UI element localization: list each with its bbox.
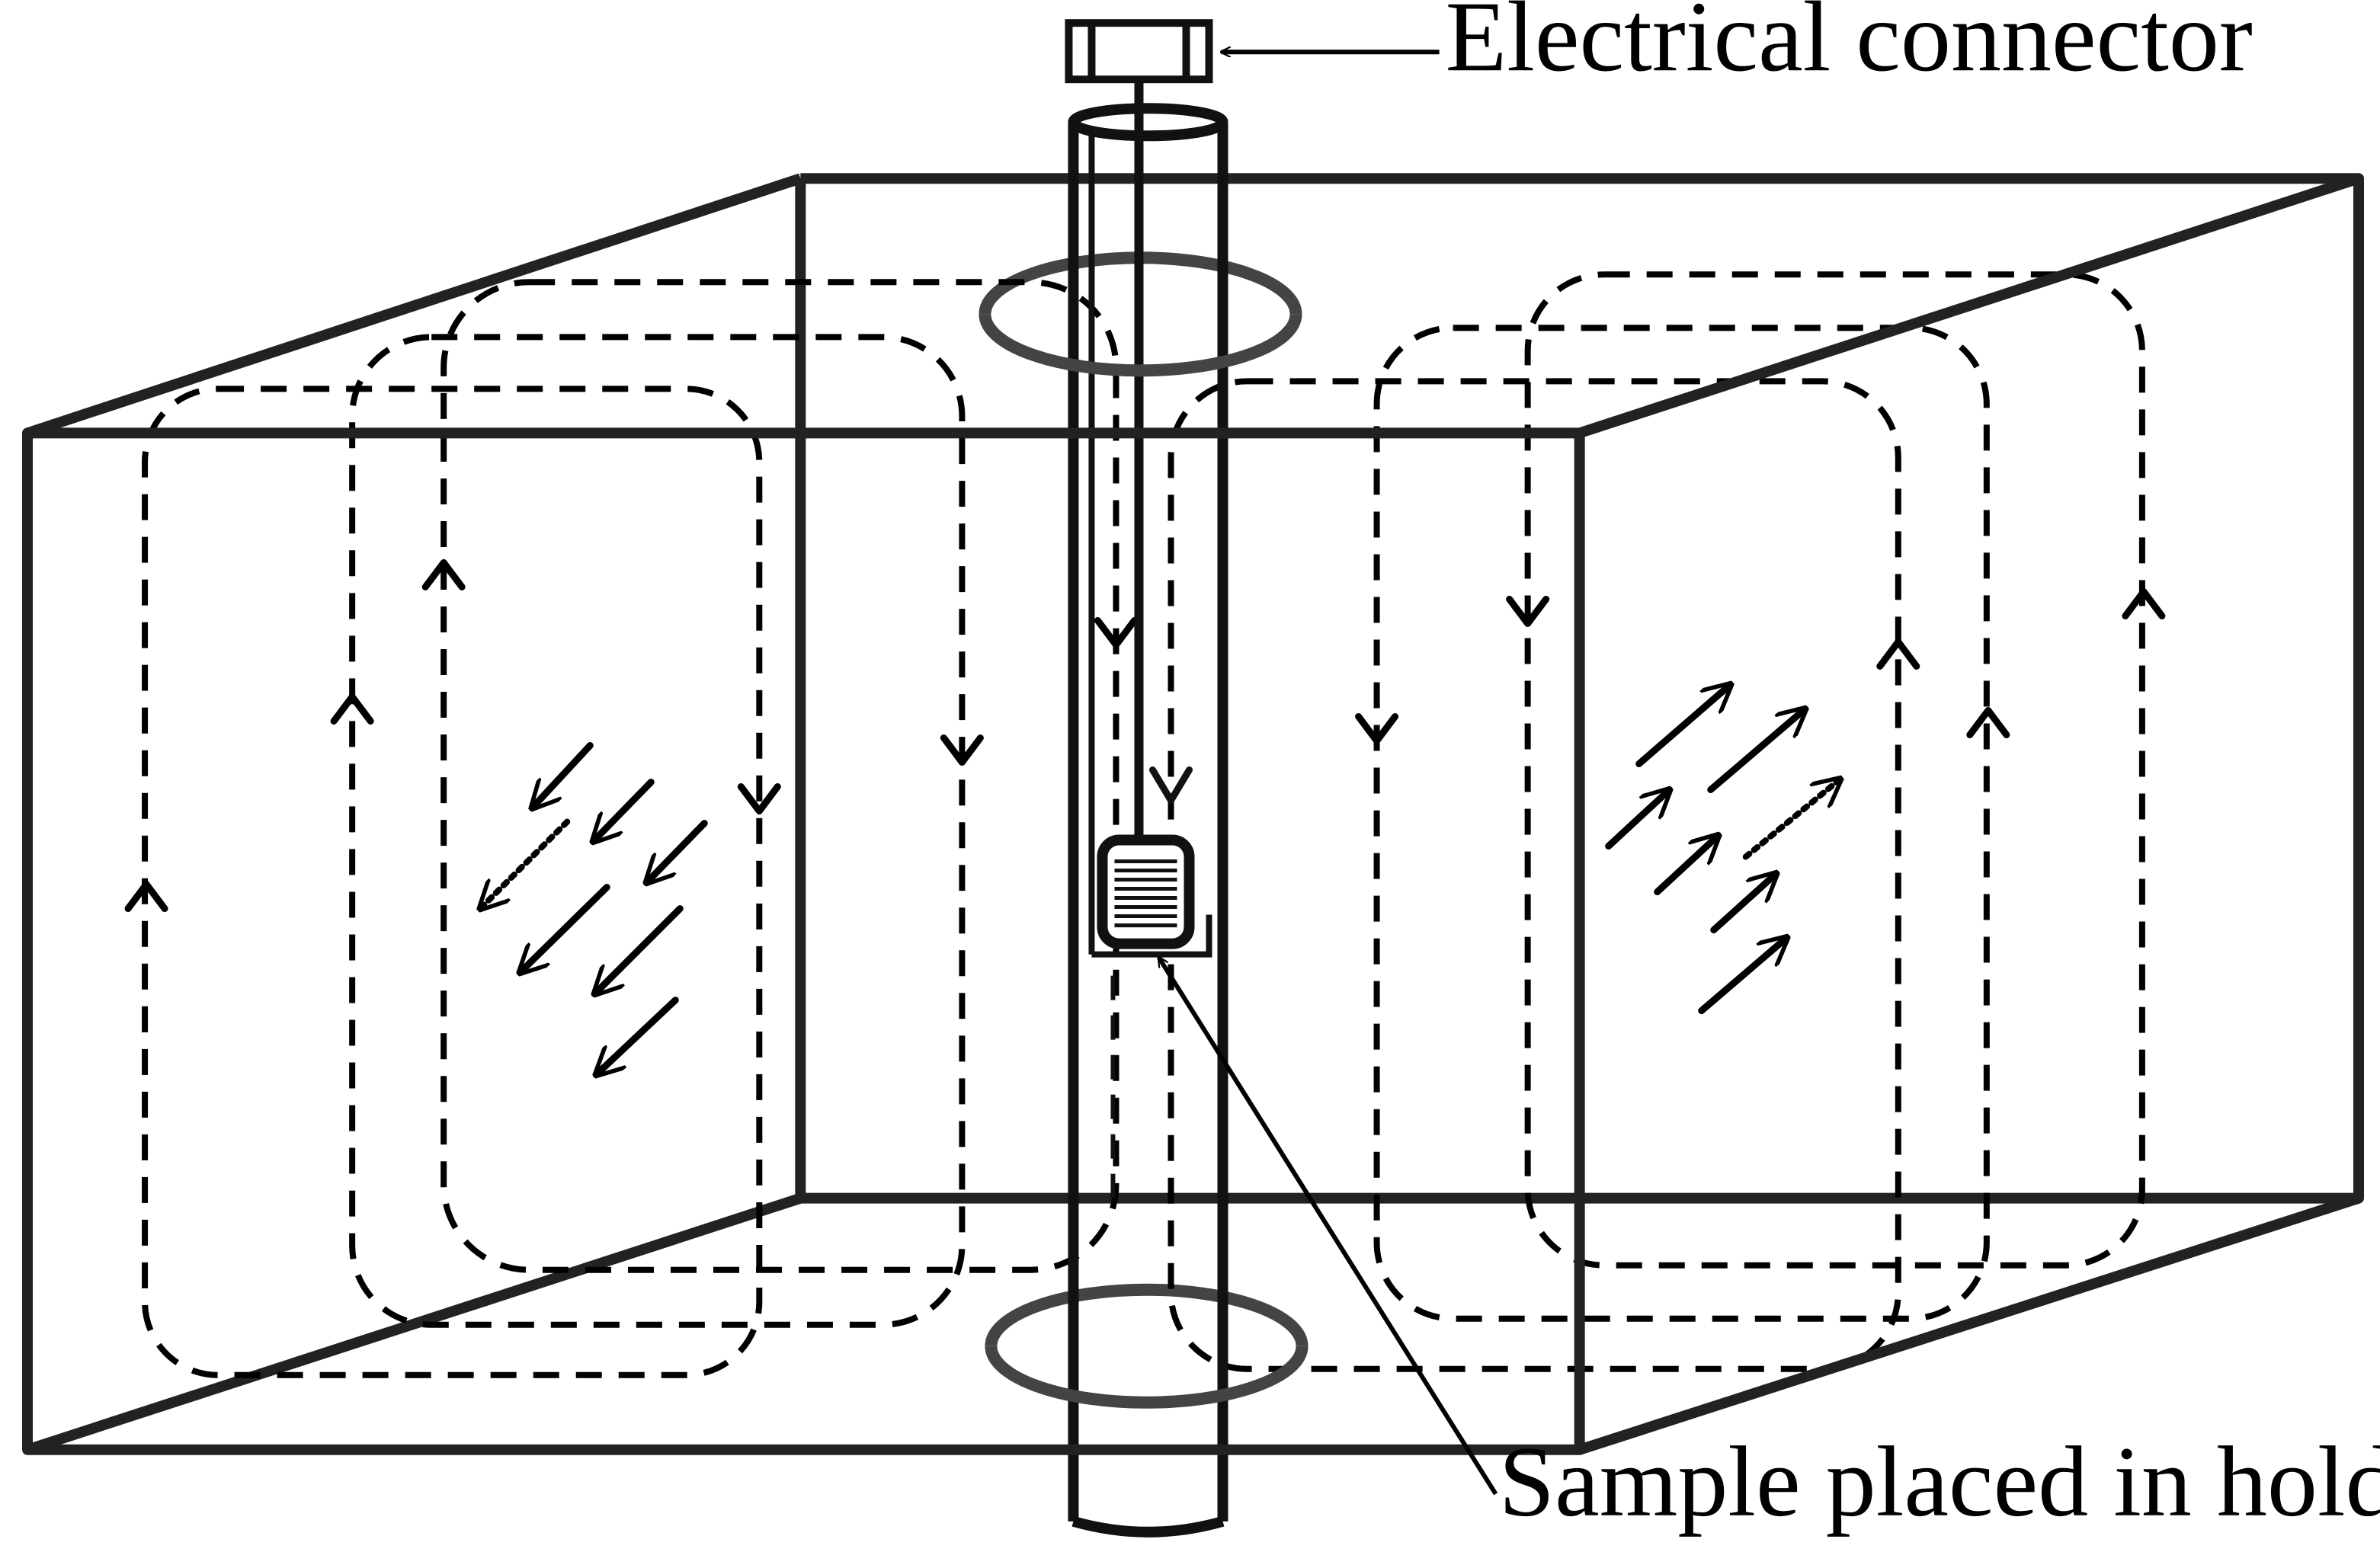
arrowhead-up [124, 881, 168, 913]
sample-rod [1068, 103, 1228, 1538]
magnetization-arrows-left [480, 741, 708, 1074]
arrowhead-down [1355, 712, 1399, 744]
arrowhead-up [421, 558, 466, 590]
field-loop-left-2 [349, 334, 966, 1328]
field-loop-right-2 [1373, 325, 1990, 1322]
bottom-coil-back-arc [985, 1283, 1309, 1347]
field-loop-right-1 [1168, 378, 1901, 1372]
arrowhead-up [330, 693, 374, 725]
arrowhead-down [1094, 616, 1138, 648]
bottom-coil [985, 1346, 1309, 1409]
coil-rings-front [979, 313, 1309, 1409]
arrowhead-up [2122, 587, 2166, 619]
arrowhead-up [1966, 706, 2010, 738]
label-sample-holder: Sample placed in holder [1499, 1426, 2380, 1538]
field-loop-left-3 [440, 279, 1120, 1273]
magnetization-arrows-right [1605, 684, 1840, 1015]
arrowhead-down [940, 734, 984, 766]
field-line-arrowheads [124, 558, 2166, 913]
arrowhead-down [1506, 595, 1550, 627]
sample-hatching [1114, 859, 1177, 928]
sample-leader-line [1156, 958, 1498, 1496]
front-face [22, 427, 1585, 1455]
box-front-edges [22, 173, 2361, 1455]
rod-top-opening [1068, 103, 1228, 142]
sample-holder [1091, 766, 1212, 958]
rod-bottom [1071, 1516, 1225, 1538]
sample [1097, 834, 1195, 949]
field-loop-right-3 [1524, 271, 2145, 1269]
top-coil [979, 313, 1302, 377]
label-electrical-connector: Electrical connector [1446, 0, 2253, 92]
arrowhead-up [1876, 638, 1920, 670]
arrowhead-down [737, 783, 781, 815]
electrical-connector [1065, 19, 1213, 84]
